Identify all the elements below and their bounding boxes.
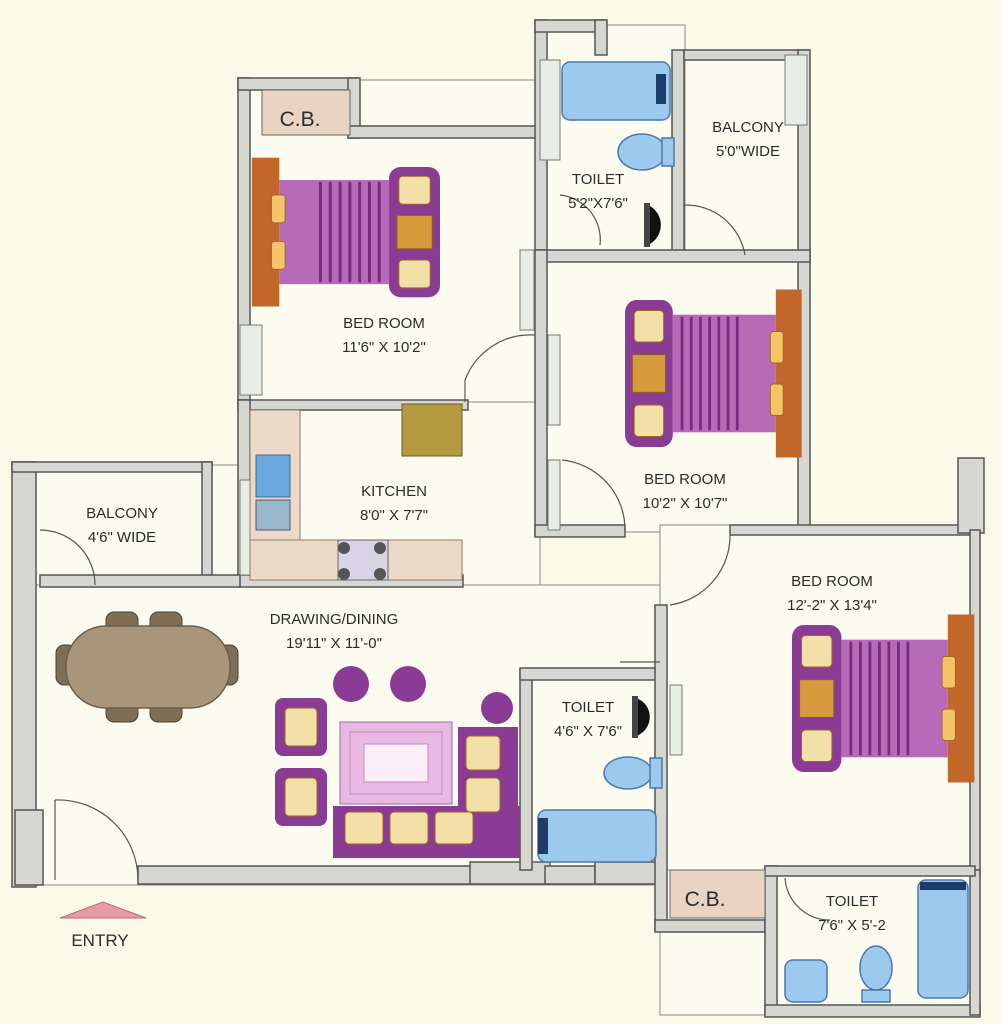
kitchen-name: KITCHEN: [361, 483, 427, 500]
entry-label: ENTRY: [71, 931, 128, 950]
toilet-top-size: 5'2"X7'6": [568, 195, 628, 212]
bedroom-middle-size: 10'2" X 10'7": [643, 495, 728, 512]
doors: [39, 194, 831, 921]
bedroom-middle-name: BED ROOM: [644, 471, 726, 488]
toilet-bottom-fixtures: [784, 879, 969, 1003]
bed-right: [790, 612, 976, 785]
balcony-left-name: BALCONY: [86, 505, 158, 522]
bed-top-left: [250, 156, 442, 308]
cupboard-bottom-label: C.B.: [685, 888, 726, 911]
cupboard-bottom: [669, 869, 766, 919]
sofa-set: [275, 666, 520, 858]
balcony-top-name: BALCONY: [712, 119, 784, 136]
cupboard-top-label: C.B.: [280, 108, 321, 131]
cupboard-top: [261, 89, 351, 136]
toilet-center-fixtures: [537, 696, 663, 863]
entry-arrow-icon: [59, 901, 147, 919]
balcony-top-size: 5'0"WIDE: [716, 143, 780, 160]
bedroom-top-left-size: 11'6" X 10'2": [342, 339, 426, 356]
toilet-center-size: 4'6" X 7'6": [554, 723, 622, 740]
kitchen-size: 8'0" X 7'7": [360, 507, 428, 524]
bedroom-right-name: BED ROOM: [791, 573, 873, 590]
kitchen-fixtures: [249, 403, 463, 581]
bed-middle: [623, 287, 804, 460]
toilet-top-name: TOILET: [572, 171, 624, 188]
dining-table: [55, 611, 239, 723]
toilet-bottom-size: 7'6" X 5'-2: [818, 917, 886, 934]
drawing-dining-size: 19'11" X 11'-0": [286, 635, 382, 652]
drawing-dining-name: DRAWING/DINING: [270, 611, 399, 628]
balcony-left-size: 4'6" WIDE: [88, 529, 156, 546]
bedroom-right-size: 12'-2" X 13'4": [787, 597, 877, 614]
bedroom-top-left-name: BED ROOM: [343, 315, 425, 332]
toilet-center-name: TOILET: [562, 699, 614, 716]
toilet-bottom-name: TOILET: [826, 893, 878, 910]
toilet-top-fixtures: [561, 61, 675, 247]
